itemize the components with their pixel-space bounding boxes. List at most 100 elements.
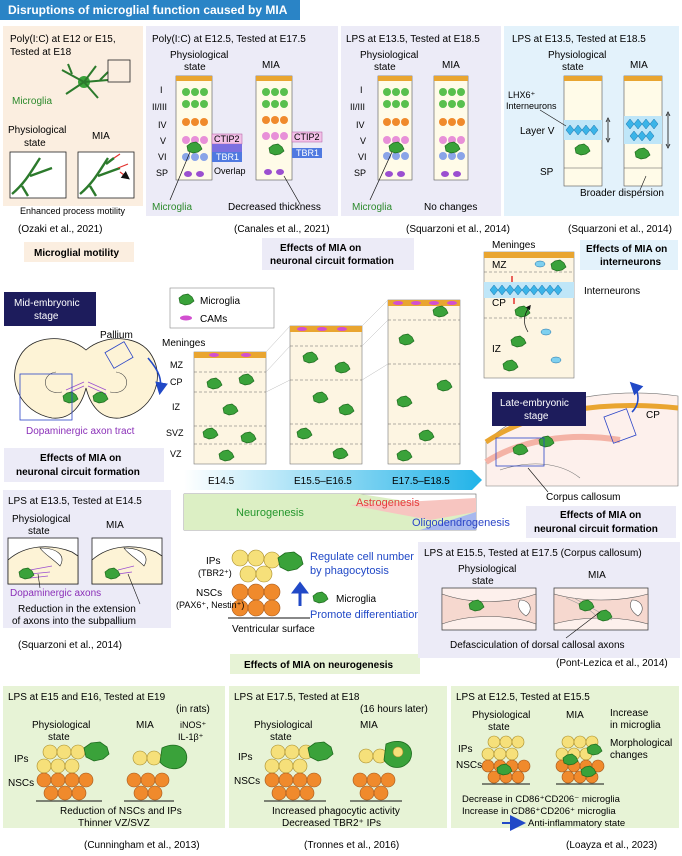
b1-nscs: NSCs (8, 778, 34, 789)
b3-ref: (Loayza et al., 2023) (566, 840, 657, 851)
b3-heading: LPS at E12.5, Tested at E15.5 (456, 692, 590, 703)
p4-mia: MIA (630, 60, 648, 71)
b3-morph-l1: Morphological (610, 738, 672, 749)
p2-caption: Decreased thickness (228, 202, 321, 213)
neuro-nscs-l1: NSCs (196, 588, 222, 599)
b2-nscs: NSCs (234, 776, 260, 787)
mid-brain-outline (14, 338, 158, 419)
right-zone-iz: IZ (492, 344, 501, 355)
b1-ips: IPs (14, 754, 28, 765)
p2-layer-i: I (160, 85, 163, 95)
effects-inter-l1: Effects of MIA on (586, 244, 667, 255)
p5-dopa: Dopaminergic axons (10, 588, 101, 599)
late-stage-badge (492, 392, 586, 426)
p2-physio-l1: Physiological (170, 50, 228, 61)
neuro-nscs-row (231, 583, 281, 617)
p3-physio-l2: state (374, 62, 396, 73)
oligodendrogenesis: Oligodendrogenesis (412, 517, 510, 529)
right-column (483, 251, 575, 379)
p3-mia: MIA (442, 60, 460, 71)
b2-ips: IPs (238, 752, 252, 763)
b1-ref: (Cunningham et al., 2013) (84, 840, 200, 851)
mid-zoom-box (19, 373, 73, 421)
b1-caption-l2: Thinner VZ/SVZ (78, 818, 150, 829)
b1-caption-l1: Reduction of NSCs and IPs (60, 806, 182, 817)
p3-physio-cells (383, 88, 409, 177)
b3-nscs: NSCs (456, 760, 482, 771)
b3-dec: Decrease in CD86⁺CD206⁻ microglia (462, 794, 621, 805)
b2-physio-l1: Physiological (254, 720, 312, 731)
b2-caption-l1: Increased phagocytic activity (272, 806, 400, 817)
p6-physio-l2: state (472, 576, 494, 587)
p2-overlap: Overlap (214, 166, 246, 176)
p3-layer-i: I (360, 85, 363, 95)
p3-layer-ii: II/III (350, 102, 365, 112)
p3-layer-sp: SP (354, 168, 366, 178)
effects-left-l2: neuronal circuit formation (16, 467, 140, 478)
p3-layer-vi: VI (358, 152, 367, 162)
p1-physio-l2: state (24, 138, 46, 149)
zone-iz: IZ (172, 402, 181, 412)
effects-circuit-l1: Effects of MIA on (280, 243, 361, 254)
column-e14 (193, 351, 267, 465)
age-e15: E15.5–E16.5 (294, 476, 352, 487)
b1-physio-l1: Physiological (32, 720, 90, 731)
right-zone-mz: MZ (492, 260, 506, 271)
p2-layer-iv: IV (158, 120, 167, 130)
p1-heading-l1: Poly(I:C) at E12 or E15, (10, 34, 116, 45)
neuro-ips-row (231, 549, 281, 583)
neuro-microglia: Microglia (336, 594, 376, 605)
meninges-label: Meninges (162, 338, 205, 349)
p5-heading: LPS at E13.5, Tested at E14.5 (8, 496, 142, 507)
p4-ref: (Squarzoni et al., 2014) (568, 224, 672, 235)
b3-physio-cells (481, 735, 531, 784)
corpus-label: Corpus callosum (546, 492, 620, 503)
b1-physio-cells (36, 741, 110, 801)
p2-physio-cells (182, 88, 208, 177)
b2-mia-cells (352, 741, 412, 801)
b3-mia: MIA (566, 710, 584, 721)
b1-physio-l2: state (48, 732, 70, 743)
p5-caption-l1: Reduction in the extension (18, 604, 136, 615)
p2-ctip2-mia: CTIP2 (294, 132, 320, 142)
p6-ref: (Pont-Lezica et al., 2014) (556, 658, 668, 669)
b3-ips: IPs (458, 744, 472, 755)
p6-physio-l1: Physiological (458, 564, 516, 575)
b2-physio-cells (264, 741, 334, 801)
b1-mia: MIA (136, 720, 154, 731)
effects-inter-l2: interneurons (600, 257, 662, 268)
microglia-cell-icon (61, 63, 109, 99)
late-stage-l2: stage (524, 411, 549, 422)
p2-physio-l2: state (184, 62, 206, 73)
legend-microglia: Microglia (200, 296, 240, 307)
regulate-l1: Regulate cell number (310, 551, 414, 563)
dopa-tract-label: Dopaminergic axon tract (26, 426, 135, 437)
p4-physio-l2: state (562, 62, 584, 73)
b3-mia-cells (555, 735, 605, 784)
b3-physio-l1: Physiological (472, 710, 530, 721)
panel-cunningham (3, 686, 225, 828)
mid-stage-badge (4, 292, 96, 326)
p2-ctip2: CTIP2 (214, 134, 240, 144)
p6-caption: Defasciculation of dorsal callosal axons (450, 640, 625, 651)
cc-zoom-box (495, 437, 545, 467)
right-meninges: Meninges (492, 240, 535, 251)
late-stage-l1: Late-embryonic (500, 398, 569, 409)
neurogenesis: Neurogenesis (236, 507, 304, 519)
p3-ref: (Squarzoni et al., 2014) (406, 224, 510, 235)
column-e17 (387, 299, 461, 465)
p4-heading: LPS at E13.5, Tested at E18.5 (512, 34, 646, 45)
p2-ref: (Canales et al., 2021) (234, 224, 330, 235)
b2-caption-l2: Decreased TBR2⁺ IPs (282, 818, 381, 829)
b1-inos: iNOS⁺ (180, 720, 207, 730)
p1-ref: (Ozaki et al., 2021) (18, 224, 102, 235)
b1-heading: LPS at E15 and E16, Tested at E19 (8, 692, 166, 703)
p1-tag: Microglial motility (34, 248, 119, 259)
p2-mia: MIA (262, 60, 280, 71)
p3-caption: No changes (424, 202, 477, 213)
age-e14: E14.5 (208, 476, 235, 487)
ventricular-label: Ventricular surface (232, 624, 315, 635)
zoom-box (107, 59, 131, 83)
